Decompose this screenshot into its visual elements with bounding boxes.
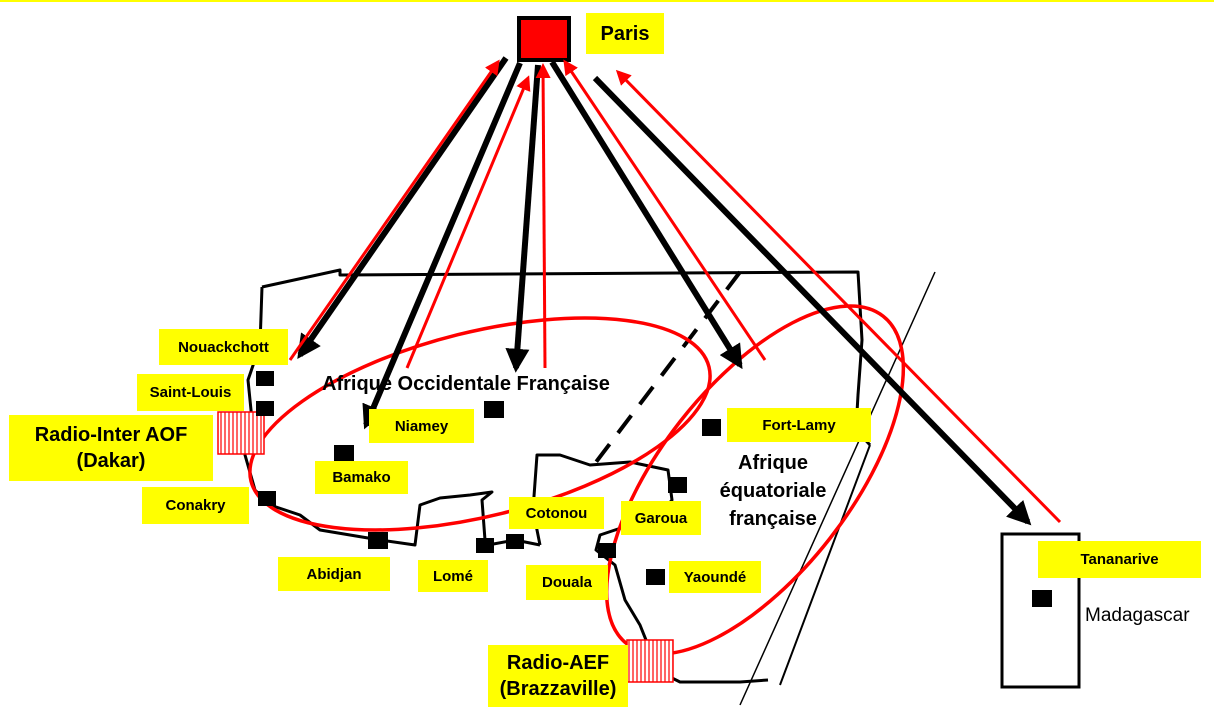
abidjan-label: Abidjan bbox=[278, 557, 390, 591]
aef-region-line1: Afrique bbox=[738, 452, 808, 474]
city-marker-cotonou bbox=[506, 534, 524, 549]
tananarive-label: Tananarive bbox=[1038, 541, 1201, 578]
boundary-line bbox=[739, 271, 936, 706]
radio-inter-aof-line2: (Dakar) bbox=[76, 450, 146, 472]
niamey-label: Niamey bbox=[369, 409, 474, 443]
aof-coverage-ellipse bbox=[248, 316, 712, 532]
radio-inter-aof-marker bbox=[217, 411, 265, 455]
paris-marker bbox=[517, 16, 571, 62]
radio-aef-label: Radio-AEF (Brazzaville) bbox=[488, 645, 628, 707]
return-aof-paris-1 bbox=[405, 75, 531, 369]
bamako-label: Bamako bbox=[315, 461, 408, 494]
return-aef-paris bbox=[563, 59, 767, 361]
aef-region-line2: équatoriale bbox=[719, 480, 827, 502]
radio-aef-line2: (Brazzaville) bbox=[499, 678, 617, 700]
return-aof-paris-2 bbox=[535, 63, 551, 369]
nouakchott-label: Nouackchott bbox=[159, 329, 288, 365]
link-paris-aef bbox=[549, 60, 743, 370]
radio-inter-aof-line1: Radio-Inter AOF bbox=[34, 424, 188, 446]
link-paris-tananarive bbox=[592, 75, 1032, 526]
radio-aef-marker bbox=[626, 639, 674, 683]
city-marker-abidjan bbox=[368, 532, 388, 549]
city-marker-yaounde bbox=[646, 569, 665, 585]
city-marker-saint-louis bbox=[256, 401, 274, 416]
return-tananarive-paris bbox=[615, 69, 1062, 524]
yaounde-label: Yaoundé bbox=[669, 561, 761, 593]
city-marker-douala bbox=[598, 543, 616, 558]
city-marker-tananarive bbox=[1032, 590, 1052, 607]
garoua-label: Garoua bbox=[621, 501, 701, 535]
aef-east-border bbox=[779, 444, 871, 686]
madagascar-label: Madagascar bbox=[1085, 605, 1190, 626]
city-markers bbox=[256, 371, 1052, 607]
paris-label: Paris bbox=[586, 13, 664, 54]
link-paris-niamey bbox=[362, 61, 523, 430]
city-marker-niamey bbox=[484, 401, 504, 418]
outbound-links bbox=[297, 56, 1032, 526]
radio-inter-aof-label: Radio-Inter AOF (Dakar) bbox=[9, 415, 213, 481]
city-marker-conakry bbox=[258, 491, 276, 506]
madagascar-box bbox=[1000, 532, 1081, 689]
cotonou-label: Cotonou bbox=[509, 497, 604, 529]
city-marker-bamako bbox=[334, 445, 354, 462]
fort-lamy-label: Fort-Lamy bbox=[727, 408, 871, 442]
link-paris-aof-center bbox=[505, 64, 541, 373]
douala-label: Douala bbox=[526, 565, 608, 600]
lome-label: Lomé bbox=[418, 560, 488, 592]
city-marker-nouakchott bbox=[256, 371, 274, 386]
link-paris-nouakchott bbox=[297, 56, 509, 359]
aef-region-label: Afrique équatoriale française bbox=[708, 449, 838, 533]
aef-region-line3: française bbox=[729, 508, 817, 530]
conakry-label: Conakry bbox=[142, 487, 249, 524]
saint-louis-label: Saint-Louis bbox=[137, 374, 244, 411]
city-marker-garoua bbox=[668, 477, 687, 493]
city-marker-fort-lamy bbox=[702, 419, 721, 436]
city-marker-lome bbox=[476, 538, 494, 553]
radio-aef-line1: Radio-AEF bbox=[506, 652, 610, 674]
return-dakar-paris bbox=[288, 59, 500, 361]
return-links bbox=[288, 59, 1062, 524]
dashed-divider bbox=[588, 270, 742, 472]
aof-region-label: Afrique Occidentale Française bbox=[322, 373, 610, 395]
